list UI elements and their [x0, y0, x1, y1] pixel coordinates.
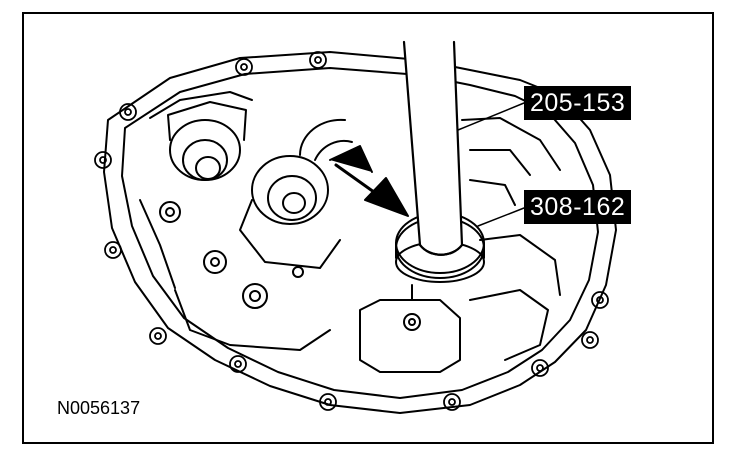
lower-ribbing: [359, 117, 561, 373]
bearing-housing-middle: [239, 118, 353, 269]
installer-handle: [402, 40, 464, 256]
tool-callout-308-162: 308-162: [524, 190, 632, 224]
small-bosses: [139, 199, 331, 351]
bearing-housing-upper-left: [149, 91, 253, 181]
illustration-frame: [22, 12, 714, 444]
tool-callout-205-153: 205-153: [524, 86, 632, 120]
figure-id: N0056137: [57, 398, 141, 418]
callout-leaders: [457, 102, 525, 227]
direction-arrow-icon: [329, 145, 409, 217]
